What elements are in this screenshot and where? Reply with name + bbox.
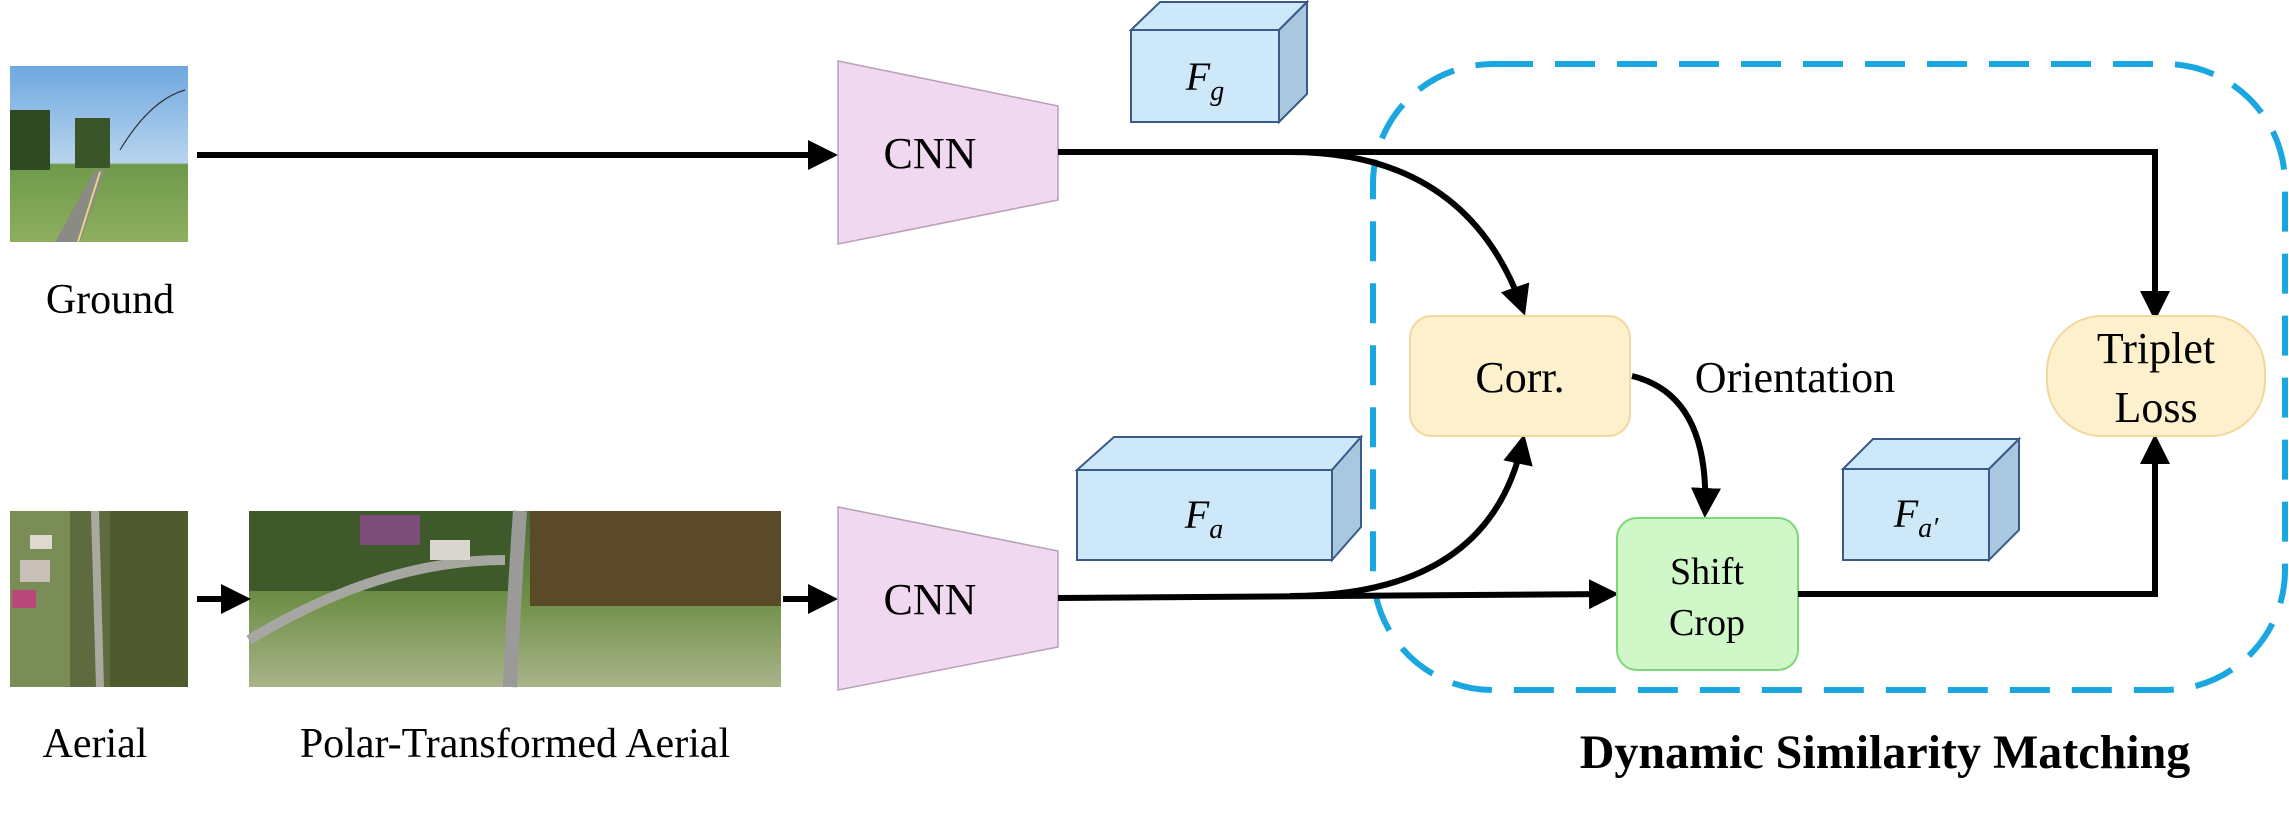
- fg-to-corr-arrow: [1289, 149, 1530, 316]
- feature-cube-fg: Fg: [1128, 0, 1310, 125]
- svg-text:Fa′: Fa′: [1893, 491, 1939, 544]
- cnn-top-label: CNN: [884, 129, 977, 178]
- feature-cube-fa-prime: Fa′: [1840, 436, 2022, 563]
- ground-image: [10, 66, 188, 243]
- corr-box: [1409, 315, 1631, 437]
- fa-base: F: [1184, 492, 1210, 537]
- fg-base: F: [1185, 54, 1211, 99]
- shiftcrop-to-triplet-arrow: [1798, 434, 2170, 597]
- dsm-module-border: [1370, 61, 2288, 693]
- svg-text:Fg: Fg: [1185, 54, 1224, 107]
- cnn-top: [837, 60, 1059, 245]
- cnn-bottom-label: CNN: [884, 575, 977, 624]
- fa-prime-sub: a′: [1918, 513, 1939, 544]
- polar-transformed-image: [246, 510, 781, 688]
- fa-sub: a: [1209, 514, 1223, 545]
- svg-text:Fa: Fa: [1184, 492, 1223, 545]
- ground-label: Ground: [46, 277, 174, 323]
- fa-to-corr-arrow: [1289, 434, 1533, 599]
- shift-crop-label-line1: Shift: [1670, 551, 1744, 593]
- aerial-image: [10, 510, 188, 688]
- shift-crop-label-line2: Crop: [1669, 602, 1745, 644]
- polar-label: Polar-Transformed Aerial: [300, 721, 730, 767]
- shift-crop-box: [1616, 517, 1799, 671]
- orientation-label: Orientation: [1695, 353, 1895, 402]
- corr-label: Corr.: [1475, 353, 1564, 402]
- orientation-arrow: [1631, 373, 1722, 518]
- fa-prime-base: F: [1893, 491, 1919, 536]
- fg-sub: g: [1210, 76, 1224, 107]
- cnn-bottom: [837, 506, 1059, 691]
- triplet-loss-box: [2046, 315, 2266, 437]
- triplet-loss-label-line2: Loss: [2114, 383, 2197, 432]
- dsm-module-title: Dynamic Similarity Matching: [1580, 726, 2191, 779]
- feature-cube-fa: Fa: [1074, 434, 1364, 563]
- fg-to-triplet-arrow: [1058, 149, 2170, 321]
- aerial-label: Aerial: [43, 721, 148, 767]
- triplet-loss-label-line1: Triplet: [2097, 324, 2215, 373]
